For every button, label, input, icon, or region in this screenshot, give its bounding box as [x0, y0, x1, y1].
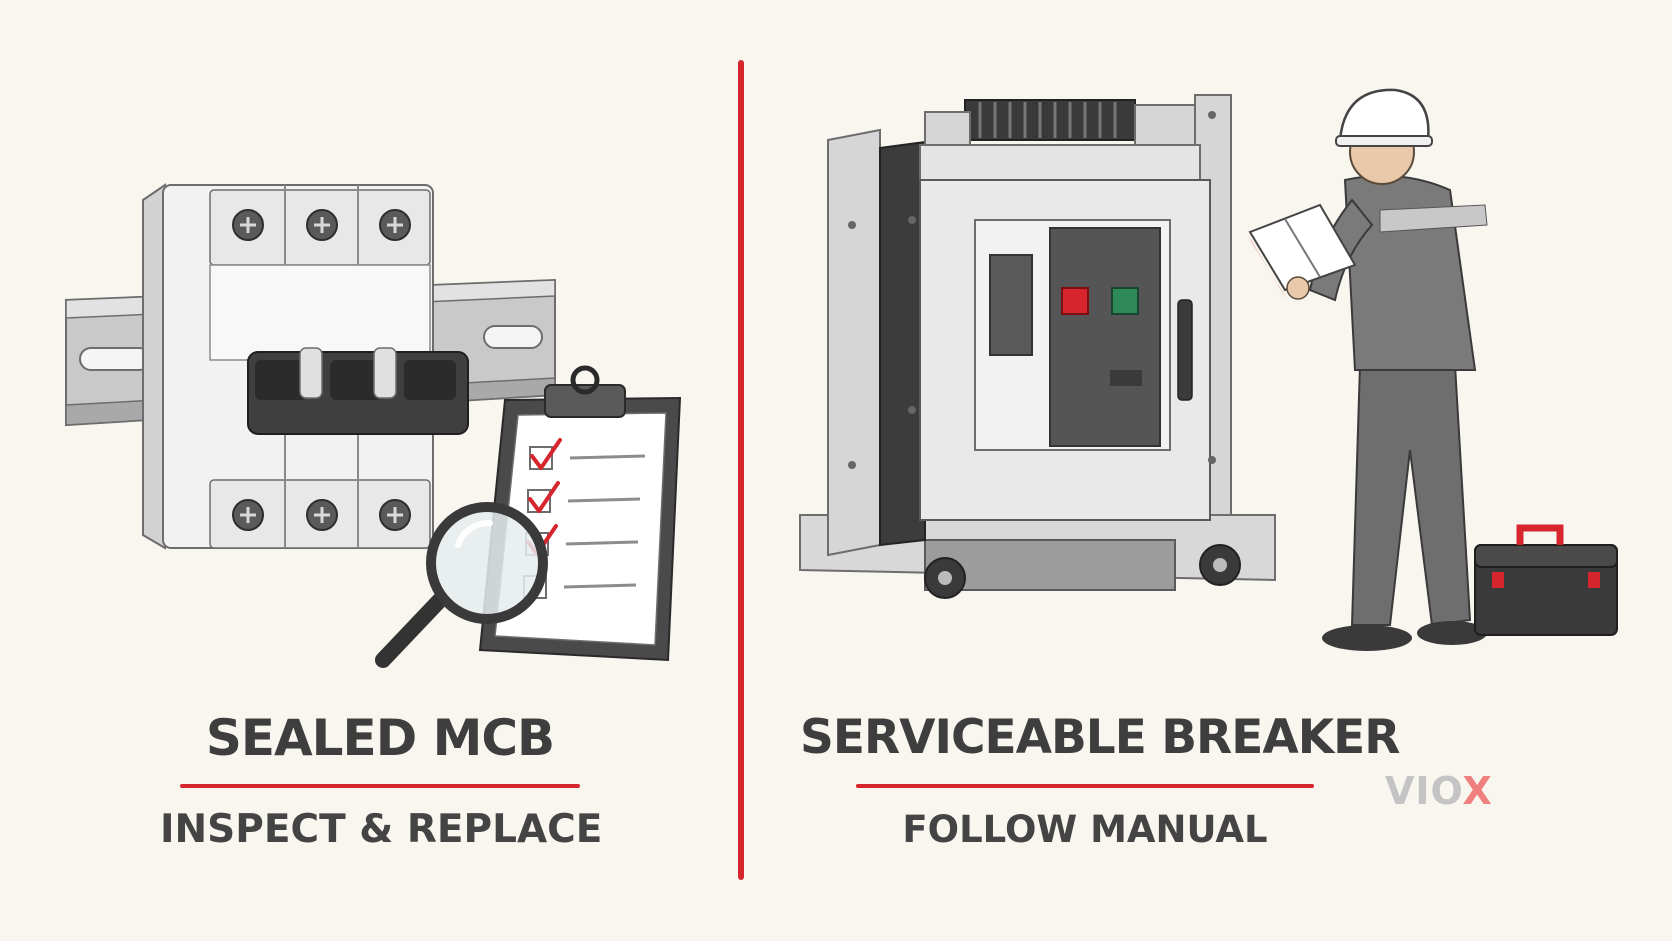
logo-main-text: VIO	[1385, 769, 1463, 813]
left-title: SEALED MCB	[205, 709, 555, 767]
air-circuit-breaker-icon	[799, 94, 1276, 599]
right-subtitle: FOLLOW MANUAL	[902, 808, 1268, 851]
right-title: SERVICEABLE BREAKER	[800, 710, 1400, 765]
center-divider	[738, 60, 744, 880]
magnifying-glass-icon	[375, 502, 548, 668]
left-caption: SEALED MCB INSPECT & REPLACE	[160, 709, 603, 852]
mcb-breaker-icon	[142, 183, 469, 550]
left-subtitle: INSPECT & REPLACE	[160, 807, 603, 852]
logo-accent-text: X	[1462, 769, 1493, 813]
left-underline	[180, 784, 580, 788]
toolbox-icon	[1474, 524, 1618, 636]
right-underline	[856, 784, 1314, 788]
technician-icon	[1248, 88, 1488, 651]
right-caption: SERVICEABLE BREAKER FOLLOW MANUAL	[800, 710, 1400, 852]
viox-logo: VIOX	[1385, 769, 1493, 813]
